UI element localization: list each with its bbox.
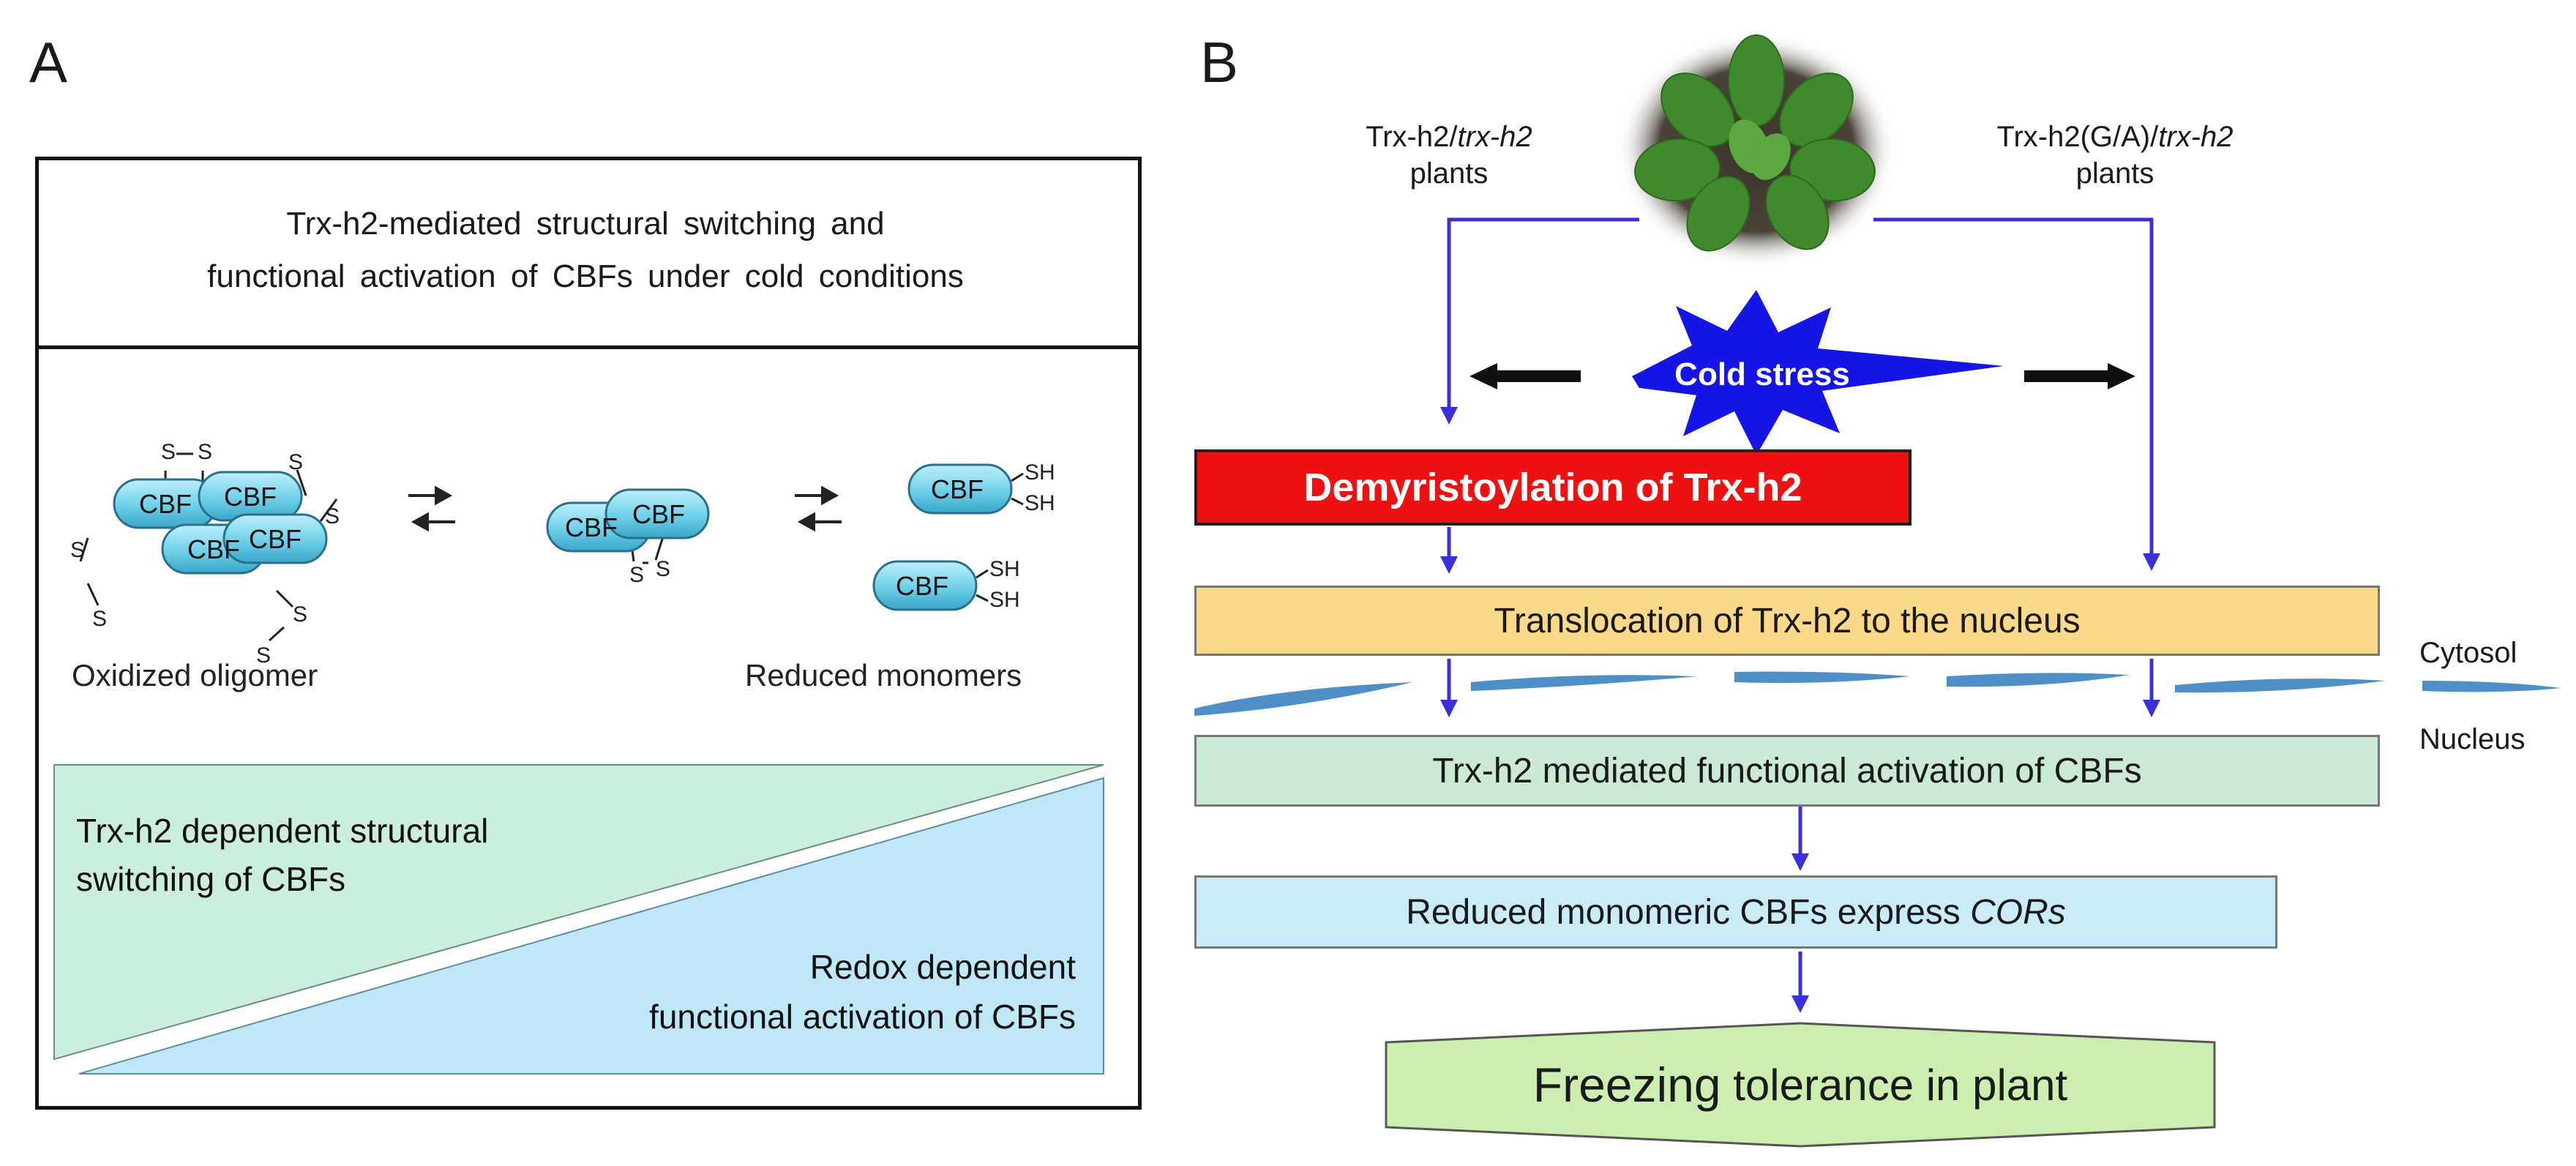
blue-triangle-line2: functional activation of CBFs <box>649 998 1076 1036</box>
panel-b-diagram: Cold stress <box>1194 33 2561 1148</box>
cbf-capsule <box>872 560 978 611</box>
express-label: Reduced monomeric CBFs express <box>1406 892 1971 932</box>
arrowhead <box>2143 553 2160 571</box>
panel-a-title-line2: functional activation of CBFs under cold… <box>207 258 964 294</box>
cbf-label: CBF <box>139 489 192 519</box>
arabidopsis-plant-image <box>1617 33 1895 267</box>
cbf-label: CBF <box>896 571 948 601</box>
cytosol-label: Cytosol <box>2419 637 2517 669</box>
structural-switching-triangle <box>53 764 1104 1061</box>
reduced-monomers-label: Reduced monomers <box>745 658 1022 692</box>
arrowheads <box>1440 556 2160 1013</box>
cold-stress-label: Cold stress <box>1674 356 1850 392</box>
right-plants-label: Trx-h2(G/A)/trx-h2 plants <box>1939 119 2291 192</box>
s-atom-label: S <box>325 504 340 528</box>
cold-arrows <box>1469 363 2135 389</box>
right-flow-line <box>1873 217 2154 561</box>
cbf-capsule <box>604 488 710 539</box>
right-plants-word: plants <box>2075 157 2154 190</box>
cbf-label: CBF <box>224 482 277 512</box>
right-plants-genotype: Trx-h2(G/A)/ <box>1996 121 2159 153</box>
left-plants-genotype: Trx-h2/ <box>1366 121 1458 153</box>
sh-group-label: SH <box>989 557 1020 581</box>
left-plants-label: Trx-h2/trx-h2 plants <box>1317 119 1581 192</box>
s-atom-label: S <box>161 440 176 464</box>
s-atom-label: S <box>198 440 212 464</box>
activation-box: Trx-h2 mediated functional activation of… <box>1194 735 2380 807</box>
translocation-label: Translocation of Trx-h2 to the nucleus <box>1494 601 2081 640</box>
s-atom-label: S <box>92 607 107 631</box>
nucleus-label: Nucleus <box>2419 723 2526 755</box>
equilibrium-arrows <box>408 485 455 532</box>
green-triangle-line1: Trx-h2 dependent structural <box>76 812 488 850</box>
oxidized-oligomer-label: Oxidized oligomer <box>72 658 318 692</box>
green-triangle-line2: switching of CBFs <box>76 860 345 898</box>
cbf-label: CBF <box>632 499 685 529</box>
demyristoylation-label: Demyristoylation of Trx-h2 <box>1303 466 1802 509</box>
nuclear-membrane <box>1194 671 2561 716</box>
left-plants-word: plants <box>1409 157 1489 190</box>
sh-group-label: SH <box>1025 460 1055 485</box>
right-plants-mutant: trx-h2 <box>2158 121 2234 153</box>
blue-triangle-line1: Redox dependent <box>810 948 1076 986</box>
express-cors: CORs <box>1970 892 2066 932</box>
panel-b-letter: B <box>1200 30 1239 94</box>
left-flow-line <box>1447 217 1639 414</box>
express-box: Reduced monomeric CBFs express CORs <box>1194 875 2277 949</box>
panel-a-title-line1: Trx-h2-mediated structural switching and <box>286 206 885 242</box>
panel-a-divider <box>35 345 1142 349</box>
s-atom-label: S <box>293 602 307 627</box>
arrowhead <box>1440 407 1458 425</box>
functional-activation-triangle <box>78 777 1104 1075</box>
freezing-tolerance-label: Freezing tolerance in plant <box>1386 1042 2214 1127</box>
s-atom-label: S <box>629 563 644 587</box>
cbf-label: CBF <box>249 524 302 554</box>
s-atom-label: S <box>70 538 85 562</box>
panel-a-frame <box>35 157 1142 1110</box>
s-atom-label: S <box>256 643 271 668</box>
freezing-rest: tolerance in plant <box>1721 1060 2068 1110</box>
cbf-label: CBF <box>187 534 240 564</box>
freezing-word: Freezing <box>1532 1058 1721 1112</box>
oxidized-oligomer <box>79 452 338 642</box>
sh-group-label: SH <box>989 588 1020 612</box>
cbf-label: CBF <box>931 474 984 504</box>
cbf-capsule <box>222 513 328 564</box>
s-atom-label: S <box>288 450 303 474</box>
demyristoylation-box: Demyristoylation of Trx-h2 <box>1194 449 1912 526</box>
translocation-box: Translocation of Trx-h2 to the nucleus <box>1194 586 2380 656</box>
left-plants-mutant: trx-h2 <box>1457 121 1532 153</box>
activation-label: Trx-h2 mediated functional activation of… <box>1432 751 2142 791</box>
panel-a-letter: A <box>29 30 68 94</box>
s-atom-label: S <box>656 557 670 581</box>
freezing-tolerance-hexagon <box>1385 1022 2216 1148</box>
equilibrium-arrows <box>795 485 842 532</box>
cbf-capsule <box>907 463 1013 515</box>
panel-a-title: Trx-h2-mediated structural switching and… <box>73 198 1098 303</box>
panel-a-diagram: S S S S S S S S CBF CBF CBF CBF Oxidized… <box>53 440 1104 1075</box>
sh-group-label: SH <box>1025 491 1055 515</box>
cold-stress-star <box>1632 290 2004 455</box>
cbf-label: CBF <box>565 512 618 542</box>
